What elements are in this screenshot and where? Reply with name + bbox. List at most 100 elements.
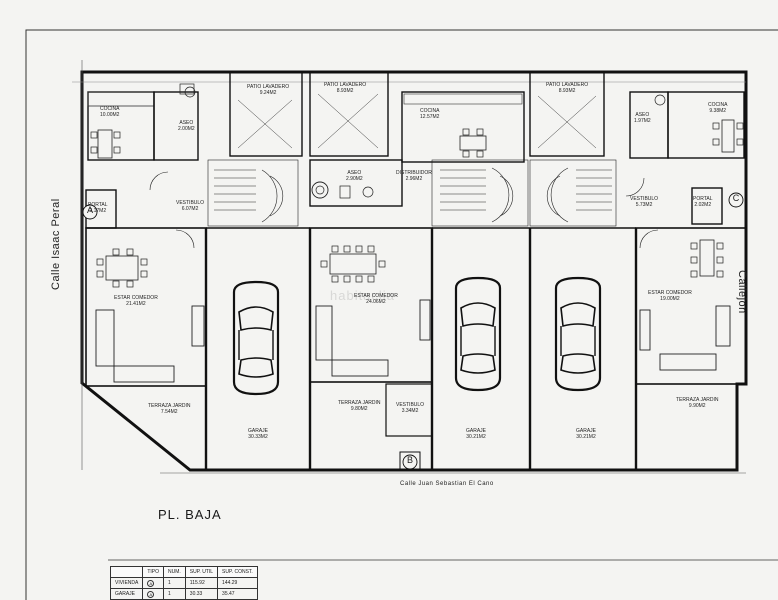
table-header: NUM.	[163, 566, 186, 578]
room-name: PATIO LAVADERO	[546, 82, 589, 88]
table-header: SUP. UTIL	[184, 566, 219, 578]
room-area: 10.00M2	[100, 112, 120, 118]
room-area: 30.21M2	[466, 434, 486, 440]
room-area: 30.33M2	[248, 434, 268, 440]
room-area: 3.34M2	[401, 408, 419, 414]
room-name: GARAJE	[248, 428, 269, 434]
plan-title: PL. BAJA	[158, 507, 222, 522]
tipo-badge: A	[147, 590, 155, 598]
row-tipo: A	[142, 588, 165, 600]
room-name: COCINA	[708, 102, 728, 108]
table-header	[109, 566, 144, 578]
street-label-right: Callejon	[736, 270, 748, 314]
row-num: 1	[163, 588, 186, 600]
table-row: VIVIENDA A 1 115.92 144.29	[109, 577, 258, 589]
room-name: TERRAZA JARDIN	[338, 400, 381, 406]
table-header-row: TIPO NUM. SUP. UTIL SUP. CONST.	[109, 566, 258, 578]
room-name: ESTAR COMEDOR	[354, 293, 398, 299]
row-util: 30.33	[184, 588, 219, 600]
room-area: 19.00M2	[660, 296, 680, 302]
row-num: 1	[163, 577, 186, 589]
room-area: 5.73M2	[635, 202, 653, 208]
tipo-badge: A	[147, 579, 155, 587]
room-area: 2.96M2	[405, 176, 423, 182]
table-header: TIPO	[142, 566, 165, 578]
watermark: habitaclia	[330, 288, 395, 303]
row-const: 144.29	[217, 577, 258, 589]
room-area: 6.07M2	[181, 206, 199, 212]
room-area: 30.21M2	[576, 434, 596, 440]
room-area: 9.24M2	[259, 90, 277, 96]
room-name: ASEO	[179, 120, 194, 126]
room-area: 9.38M2	[709, 108, 727, 114]
row-const: 35.47	[217, 588, 258, 600]
room-area: 9.90M2	[688, 403, 706, 409]
room-area: 2.17M2	[89, 208, 107, 214]
room-name: DISTRIBUIDOR	[396, 170, 432, 176]
row-util: 115.92	[184, 577, 219, 589]
room-name: VESTIBULO	[630, 196, 659, 202]
table-row: GARAJE A 1 30.33 35.47	[109, 588, 258, 600]
room-area: 1.97M2	[634, 118, 651, 124]
room-area: 8.93M2	[558, 88, 576, 94]
room-name: PORTAL	[693, 196, 713, 202]
marker-a: A	[86, 205, 93, 215]
row-tipo: A	[142, 577, 165, 589]
room-area: 9.80M2	[350, 406, 368, 412]
room-name: ESTAR COMEDOR	[114, 295, 158, 301]
room-name: TERRAZA JARDIN	[676, 397, 719, 403]
room-area: 8.93M2	[336, 88, 354, 94]
room-name: VESTIBULO	[396, 402, 425, 408]
room-name: PORTAL	[88, 202, 108, 208]
room-area: 12.57M2	[420, 114, 440, 120]
row-label: VIVIENDA	[109, 577, 144, 589]
room-area: 2.90M2	[346, 176, 363, 182]
room-area: 7.54M2	[160, 409, 178, 415]
room-name: ASEO	[635, 112, 650, 118]
marker-b: B	[406, 455, 413, 465]
room-area: 2.02M2	[694, 202, 712, 208]
room-name: ASEO	[347, 170, 362, 176]
room-area: 24.06M2	[366, 299, 386, 305]
room-area: 21.41M2	[126, 301, 146, 307]
room-name: PATIO LAVADERO	[247, 84, 290, 90]
room-name: PATIO LAVADERO	[324, 82, 367, 88]
table-header: SUP. CONST.	[217, 566, 258, 578]
room-area: 2.00M2	[178, 126, 195, 132]
room-name: GARAJE	[576, 428, 597, 434]
area-summary-table: TIPO NUM. SUP. UTIL SUP. CONST. VIVIENDA…	[109, 566, 258, 600]
room-name: COCINA	[420, 108, 440, 114]
street-label-bottom: Calle Juan Sebastian El Cano	[400, 481, 494, 487]
row-label: GARAJE	[109, 588, 144, 600]
marker-c: C	[732, 193, 740, 203]
room-name: GARAJE	[466, 428, 487, 434]
room-name: VESTIBULO	[176, 200, 205, 206]
room-name: COCINA	[100, 106, 120, 112]
